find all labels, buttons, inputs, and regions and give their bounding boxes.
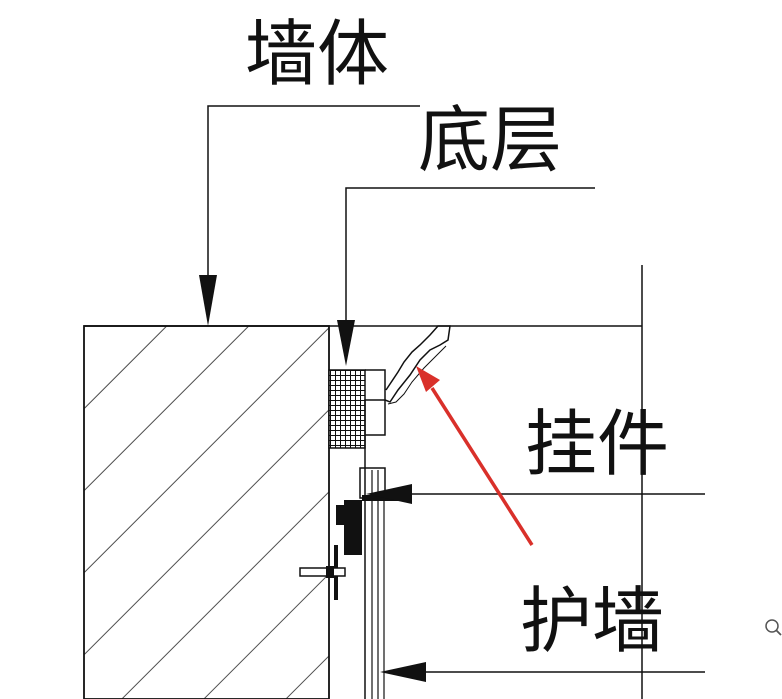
base-layer-block (328, 369, 366, 449)
zoom-icon[interactable] (765, 619, 782, 636)
wall-block (83, 325, 330, 699)
hanger-arrow (366, 484, 412, 504)
red-pointer-head (416, 366, 440, 392)
base-layer-label: 底层 (418, 98, 563, 182)
guard-arrow (380, 662, 426, 682)
hanger-bracket (344, 500, 362, 555)
wall-arrow (199, 275, 217, 326)
wall-leader-line (207, 105, 420, 285)
hanger-label: 挂件 (525, 402, 670, 486)
guard-wall-label: 护墙 (520, 579, 665, 663)
moulding (365, 325, 451, 403)
base-leader-line (345, 187, 595, 325)
base-arrow (337, 320, 355, 366)
wall-label: 墙体 (245, 12, 390, 96)
red-pointer-line (430, 387, 534, 546)
